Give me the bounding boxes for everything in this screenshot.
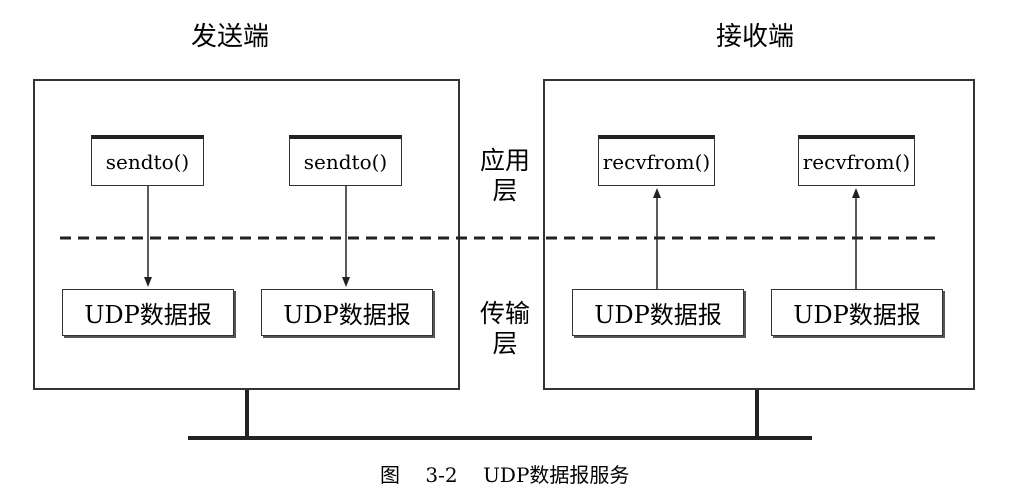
sender-sendto-box-2: sendto() [289, 135, 402, 186]
sender-udp-datagram-1: UDP数据报 [62, 289, 234, 336]
sender-udp-datagram-2: UDP数据报 [261, 289, 433, 336]
figure-caption: 图 3-2 UDP数据报服务 [380, 463, 630, 487]
transport-layer-label: 传输层 [479, 299, 530, 358]
sender-title: 发送端 [190, 22, 269, 52]
receiver-recvfrom-box-2: recvfrom() [798, 135, 915, 186]
receiver-udp-datagram-1: UDP数据报 [572, 289, 744, 336]
sender-sendto-box-1: sendto() [91, 135, 204, 186]
receiver-udp-datagram-2: UDP数据报 [771, 289, 943, 336]
receiver-recvfrom-box-1: recvfrom() [598, 135, 715, 186]
receiver-title: 接收端 [715, 22, 794, 52]
sender-panel [33, 79, 460, 390]
application-layer-label: 应用层 [479, 146, 530, 205]
receiver-panel [543, 79, 975, 390]
